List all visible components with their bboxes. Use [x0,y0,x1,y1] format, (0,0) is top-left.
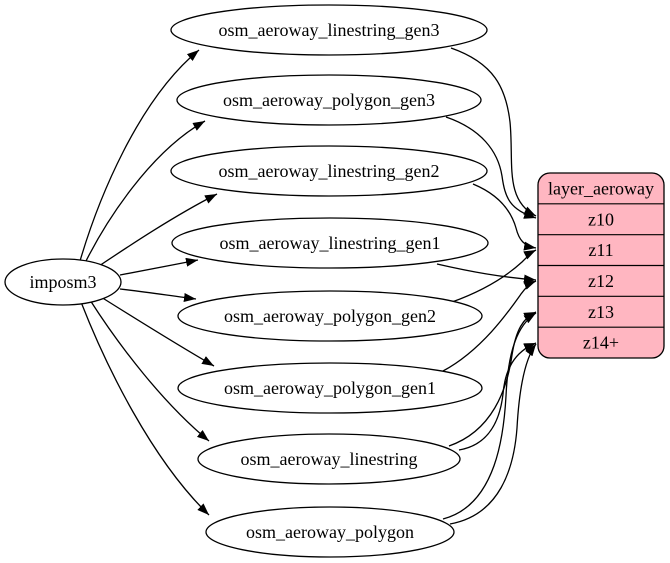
table-node-osm_aeroway_polygon_gen3: osm_aeroway_polygon_gen3 [176,74,482,126]
edge-osm_aeroway_polygon_gen2-to-layer_aeroway-z11 [451,249,537,303]
node-ellipse [171,217,489,269]
edge-osm_aeroway_polygon-to-layer_aeroway-z14plus [449,343,537,525]
node-ellipse [4,258,122,306]
edge-imposm3-to-osm_aeroway_linestring [89,299,210,442]
edge-imposm3-to-osm_aeroway_linestring_gen3 [79,49,200,262]
node-ellipse [197,433,461,485]
edge-osm_aeroway_linestring_gen2-to-layer_aeroway-z11 [472,183,537,251]
table-node-osm_aeroway_linestring_gen1: osm_aeroway_linestring_gen1 [171,217,489,269]
edge-imposm3-to-osm_aeroway_polygon_gen1 [100,296,215,367]
table-node-label: osm_aeroway_polygon [246,522,414,542]
source-node-label: imposm3 [29,272,96,292]
table-node-osm_aeroway_linestring_gen2: osm_aeroway_linestring_gen2 [170,145,488,197]
table-node-osm_aeroway_polygon_gen1: osm_aeroway_polygon_gen1 [177,362,483,414]
edge-osm_aeroway_polygon_gen3-to-layer_aeroway-z10 [445,116,537,219]
edge-osm_aeroway_polygon-to-layer_aeroway-z13 [442,312,537,520]
edge-imposm3-to-osm_aeroway_polygon_gen2 [119,288,197,302]
edge-imposm3-to-osm_aeroway_polygon [80,301,210,516]
edge-imposm3-to-osm_aeroway_linestring_gen2 [95,193,218,269]
node-ellipse [177,362,483,414]
table-node-osm_aeroway_linestring_gen3: osm_aeroway_linestring_gen3 [170,4,488,56]
table-node-osm_aeroway_polygon_gen2: osm_aeroway_polygon_gen2 [177,290,483,342]
record-node-layer_aeroway: layer_aeroway z10 z11 z12 z13 z14+ [537,172,665,359]
edges-layer [79,47,537,525]
node-ellipse [205,506,455,558]
record-row-label: z12 [588,271,614,291]
node-ellipse [177,290,483,342]
node-ellipse [176,74,482,126]
table-node-label: osm_aeroway_polygon_gen3 [223,90,435,110]
table-node-label: osm_aeroway_linestring [241,449,418,469]
edge-osm_aeroway_linestring_gen3-to-layer_aeroway-z10 [450,47,537,217]
edge-osm_aeroway_linestring_gen1-to-layer_aeroway-z12 [436,263,537,284]
record-title: layer_aeroway [548,178,654,198]
edge-osm_aeroway_linestring-to-layer_aeroway-z14plus [458,342,537,451]
table-node-label: osm_aeroway_linestring_gen3 [219,20,440,40]
edge-imposm3-to-osm_aeroway_polygon_gen3 [84,120,206,264]
table-node-label: osm_aeroway_polygon_gen2 [224,306,436,326]
edge-imposm3-to-osm_aeroway_linestring_gen1 [119,257,199,276]
record-row-label: z11 [588,240,613,260]
table-node-osm_aeroway_polygon: osm_aeroway_polygon [205,506,455,558]
table-node-label: osm_aeroway_polygon_gen1 [224,378,436,398]
table-node-label: osm_aeroway_linestring_gen2 [219,161,440,181]
node-ellipse [170,145,488,197]
table-node-osm_aeroway_linestring: osm_aeroway_linestring [197,433,461,485]
record-row-label: z13 [588,302,614,322]
record-row-label: z10 [588,209,614,229]
edge-osm_aeroway_polygon_gen1-to-layer_aeroway-z12 [442,280,537,372]
node-ellipse [170,4,488,56]
table-node-label: osm_aeroway_linestring_gen1 [220,233,441,253]
source-node-imposm3: imposm3 [4,258,122,306]
record-row-label: z14+ [583,333,619,353]
